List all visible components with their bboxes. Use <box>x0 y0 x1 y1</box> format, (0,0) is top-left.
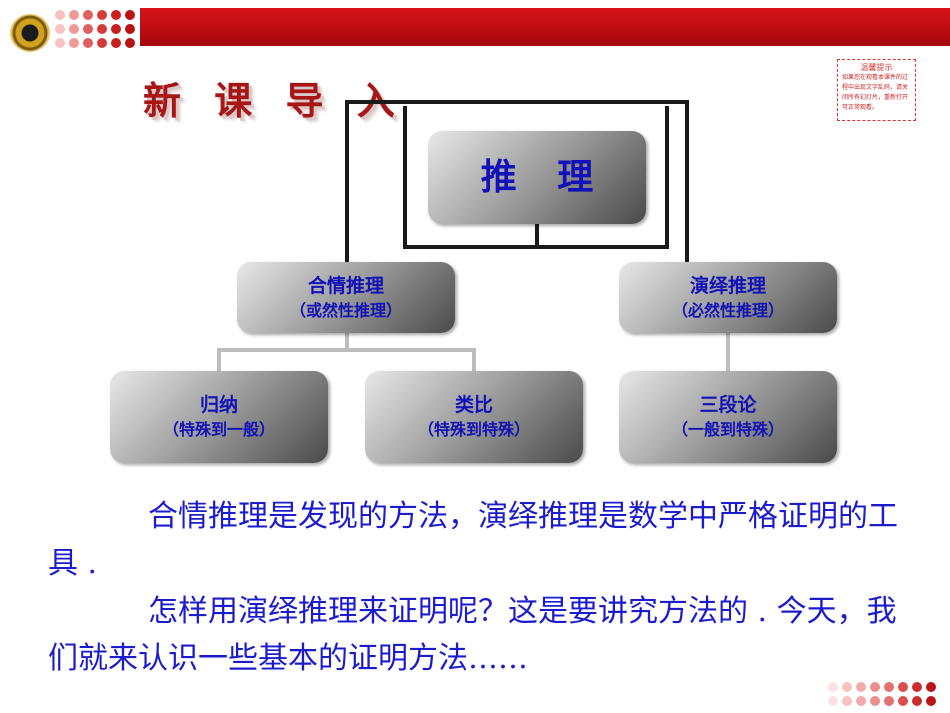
box-deductive-reasoning: 演绎推理 （必然性推理） <box>619 262 837 333</box>
box-plausible-reasoning: 合情推理 （或然性推理） <box>237 262 455 333</box>
box-syllogism: 三段论 （一般到特殊） <box>619 371 837 463</box>
paragraph-2: 怎样用演绎推理来证明呢？这是要讲究方法的 . 今天，我们就来认识一些基本的证明方… <box>48 588 898 682</box>
box-plausible-sub: （或然性推理） <box>289 300 402 320</box>
decorative-dots-bottom <box>828 682 936 706</box>
box-deductive-sub: （必然性推理） <box>671 300 784 320</box>
box-deductive-label: 演绎推理 <box>689 274 766 297</box>
decorative-dots-top <box>55 10 135 48</box>
box-analogy-label: 类比 <box>454 394 493 416</box>
box-induction-label: 归纳 <box>199 394 238 416</box>
top-banner <box>140 8 950 46</box>
box-reasoning: 推 理 <box>428 131 646 224</box>
paragraph-2-text: 怎样用演绎推理来证明呢？这是要讲究方法的 . 今天，我们就来认识一些基本的证明方… <box>48 594 897 676</box>
logo-icon <box>10 14 50 52</box>
box-reasoning-label: 推 理 <box>480 156 608 198</box>
box-syllogism-label: 三段论 <box>699 394 757 416</box>
box-analogy: 类比 （特殊到特殊） <box>365 371 583 463</box>
box-induction-sub: （特殊到一般） <box>162 420 275 439</box>
notice-text: 如果您在观看本课件的过程中出现文字乱码，请关闭所有幻灯片，重新打开可正常观看。 <box>842 74 909 111</box>
box-plausible-label: 合情推理 <box>307 274 384 297</box>
box-induction: 归纳 （特殊到一般） <box>110 371 328 463</box>
box-syllogism-sub: （一般到特殊） <box>671 420 784 439</box>
paragraph-1: 合情推理是发现的方法，演绎推理是数学中严格证明的工具 . <box>48 493 898 587</box>
notice-box: 温馨提示 如果您在观看本课件的过程中出现文字乱码，请关闭所有幻灯片，重新打开可正… <box>837 59 916 121</box>
box-analogy-sub: （特殊到特殊） <box>417 420 530 439</box>
paragraph-1-text: 合情推理是发现的方法，演绎推理是数学中严格证明的工具 . <box>48 499 898 581</box>
notice-title: 温馨提示 <box>860 63 893 72</box>
